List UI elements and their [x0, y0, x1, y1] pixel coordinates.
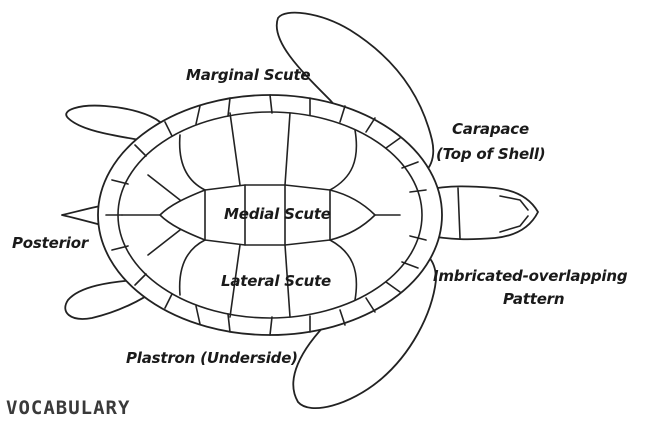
label-carapace-subtitle: (Top of Shell) [436, 145, 545, 163]
label-marginal-scute: Marginal Scute [186, 66, 310, 84]
label-imbricated: Imbricated-overlapping [433, 267, 627, 285]
label-carapace: Carapace [452, 120, 529, 138]
label-imbricated-pattern: Pattern [503, 290, 564, 308]
vocabulary-heading: VOCABULARY [6, 397, 130, 419]
label-medial-scute: Medial Scute [224, 205, 331, 223]
label-posterior: Posterior [12, 234, 88, 252]
label-lateral-scute: Lateral Scute [221, 272, 331, 290]
label-plastron: Plastron (Underside) [126, 349, 298, 367]
